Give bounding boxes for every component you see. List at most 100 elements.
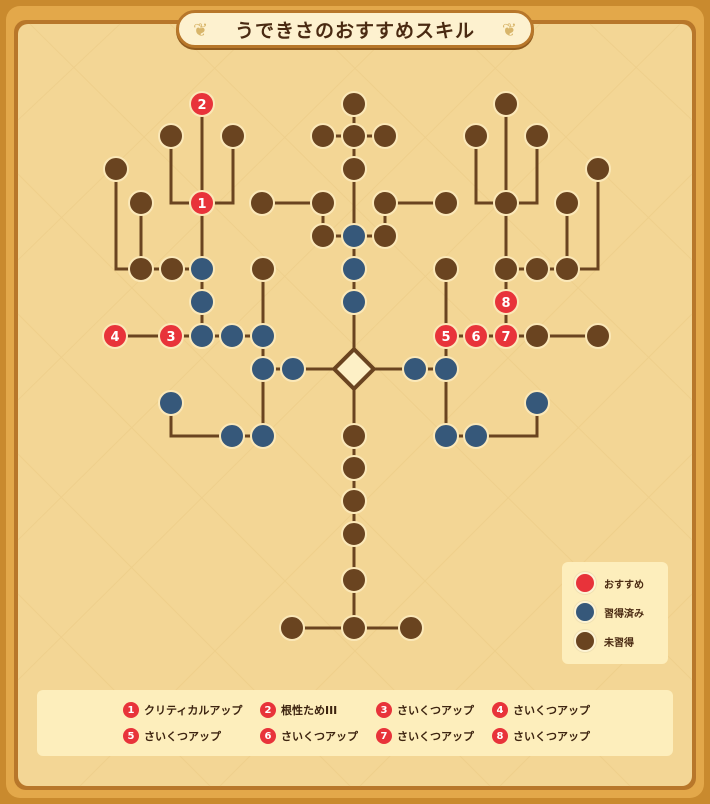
skill-node-unlearned[interactable] [158,123,184,149]
ornament-left-icon: ❦ [193,20,209,41]
skill-node-unlearned[interactable] [159,256,185,282]
skill-node-unlearned[interactable] [341,423,367,449]
skill-node-learned[interactable] [280,356,306,382]
key-number-badge: 8 [492,728,508,744]
key-skill-label: さいくつアップ [281,730,358,743]
skill-node-learned[interactable] [219,423,245,449]
skill-node-recommended[interactable]: 7 [493,323,519,349]
skill-node-unlearned[interactable] [493,190,519,216]
title-banner: ❦ うできさのおすすめスキル ❦ [176,10,534,48]
skill-node-unlearned[interactable] [103,156,129,182]
skill-node-unlearned[interactable] [250,256,276,282]
tree-edge [506,169,600,271]
skill-node-learned[interactable] [341,256,367,282]
skill-node-unlearned[interactable] [524,323,550,349]
legend-item-learned: 習得済み [574,601,644,623]
skill-node-learned[interactable] [250,323,276,349]
key-item-8: 8 さいくつアップ [492,728,590,744]
skill-node-unlearned[interactable] [128,256,154,282]
skill-node-unlearned[interactable] [310,123,336,149]
legend-label: おすすめ [604,579,644,591]
key-skill-label: クリティカルアップ [144,704,243,717]
skill-node-recommended[interactable]: 3 [158,323,184,349]
legend-item-unlearned: 未習得 [574,630,634,652]
skill-node-learned[interactable] [219,323,245,349]
skill-node-unlearned[interactable] [372,223,398,249]
skill-node-number: 7 [501,330,510,345]
key-skill-label: さいくつアップ [144,730,221,743]
key-item-4: 4 さいくつアップ [492,702,590,718]
skill-node-unlearned[interactable] [433,190,459,216]
skill-node-learned[interactable] [341,223,367,249]
skill-node-learned[interactable] [189,256,215,282]
skill-node-learned[interactable] [433,356,459,382]
skill-node-recommended[interactable]: 4 [102,323,128,349]
center-core [331,346,377,392]
skill-node-number: 5 [441,330,450,345]
skill-node-unlearned[interactable] [341,488,367,514]
skill-node-number: 1 [197,197,206,212]
skill-node-unlearned[interactable] [493,256,519,282]
skill-node-learned[interactable] [524,390,550,416]
skill-node-learned[interactable] [189,289,215,315]
skill-node-unlearned[interactable] [279,615,305,641]
legend-label: 習得済み [604,608,644,620]
key-skill-label: さいくつアップ [513,730,590,743]
skill-node-unlearned[interactable] [249,190,275,216]
skill-node-unlearned[interactable] [585,323,611,349]
key-skill-label: さいくつアップ [513,704,590,717]
skill-node-unlearned[interactable] [220,123,246,149]
skill-node-number: 8 [501,296,510,311]
skill-node-recommended[interactable]: 8 [493,289,519,315]
skill-node-unlearned[interactable] [341,567,367,593]
skill-node-unlearned[interactable] [524,123,550,149]
key-number-badge: 3 [376,702,392,718]
skill-node-learned[interactable] [433,423,459,449]
skill-node-learned[interactable] [402,356,428,382]
skill-node-learned[interactable] [189,323,215,349]
skill-node-recommended[interactable]: 5 [433,323,459,349]
skill-node-number: 4 [110,330,119,345]
skill-node-unlearned[interactable] [554,256,580,282]
skill-node-recommended[interactable]: 1 [189,190,215,216]
skill-node-learned[interactable] [250,423,276,449]
key-item-6: 6 さいくつアップ [260,728,358,744]
skill-node-learned[interactable] [463,423,489,449]
skill-node-learned[interactable] [341,289,367,315]
key-skill-label: さいくつアップ [397,730,474,743]
skill-node-recommended[interactable]: 2 [189,91,215,117]
skill-node-unlearned[interactable] [341,123,367,149]
skill-node-unlearned[interactable] [433,256,459,282]
skill-node-unlearned[interactable] [493,91,519,117]
key-item-2: 2 根性ためIII [260,702,337,718]
skill-node-learned[interactable] [250,356,276,382]
skill-node-unlearned[interactable] [585,156,611,182]
skill-node-unlearned[interactable] [398,615,424,641]
skill-node-unlearned[interactable] [310,190,336,216]
recommendation-key: 1 クリティカルアップ 2 根性ためIII 3 さいくつアップ 4 さいくつアッ… [37,690,673,756]
tree-edge [444,269,539,438]
skill-node-number: 2 [197,98,206,113]
skill-node-unlearned[interactable] [524,256,550,282]
tree-edge [232,269,265,438]
skill-node-unlearned[interactable] [341,521,367,547]
skill-node-unlearned[interactable] [463,123,489,149]
key-skill-label: さいくつアップ [397,704,474,717]
skill-node-unlearned[interactable] [341,615,367,641]
legend-dot-learned [574,601,596,623]
skill-node-unlearned[interactable] [341,91,367,117]
tree-edge [114,169,202,271]
skill-node-recommended[interactable]: 6 [463,323,489,349]
skill-node-learned[interactable] [158,390,184,416]
key-number-badge: 5 [123,728,139,744]
skill-node-unlearned[interactable] [128,190,154,216]
skill-node-unlearned[interactable] [372,123,398,149]
legend-item-recommended: おすすめ [574,572,644,594]
skill-node-unlearned[interactable] [341,156,367,182]
skill-node-unlearned[interactable] [341,455,367,481]
skill-node-unlearned[interactable] [372,190,398,216]
skill-node-unlearned[interactable] [310,223,336,249]
skill-node-unlearned[interactable] [554,190,580,216]
